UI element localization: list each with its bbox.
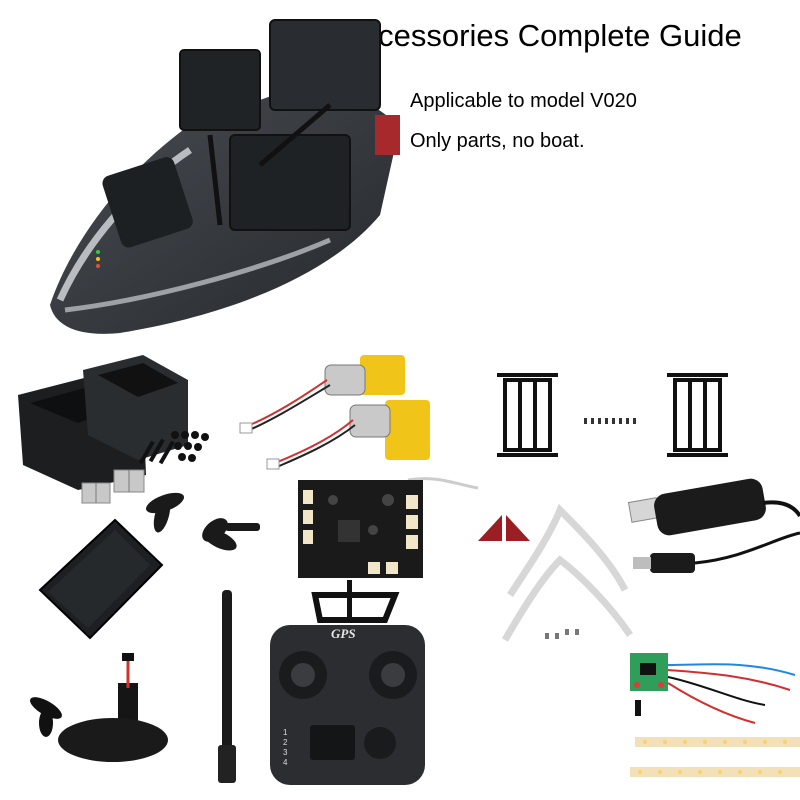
bracket-right bbox=[667, 373, 728, 457]
led-strips bbox=[630, 737, 800, 777]
hopper-boxes bbox=[18, 355, 188, 490]
antenna bbox=[218, 590, 236, 783]
remote-body bbox=[270, 580, 425, 785]
boat-image bbox=[50, 19, 400, 334]
page-title: Accessories Complete Guide bbox=[342, 18, 742, 53]
led-board bbox=[630, 653, 796, 724]
remote-button-2: 2 bbox=[283, 738, 288, 747]
remote-button-4: 4 bbox=[283, 758, 288, 767]
remote-button-3: 3 bbox=[283, 748, 288, 757]
gps-badge: GPS bbox=[331, 626, 356, 641]
release-motor bbox=[30, 653, 168, 762]
model-note: Applicable to model V020 bbox=[410, 90, 637, 112]
hinges bbox=[81, 469, 145, 504]
remote-controller: GPS 1 2 3 4 bbox=[265, 580, 430, 790]
screw-set bbox=[138, 431, 209, 465]
remote-button-1: 1 bbox=[283, 728, 288, 737]
side-reflectors bbox=[478, 515, 530, 541]
control-board bbox=[298, 477, 479, 578]
bumper-arcs bbox=[501, 503, 633, 642]
hatch-cover bbox=[38, 518, 164, 640]
propellers bbox=[146, 492, 260, 551]
bracket-screws bbox=[584, 418, 636, 424]
parts-note: Only parts, no boat. bbox=[410, 130, 585, 152]
bracket-left bbox=[497, 373, 558, 457]
gear-motors bbox=[239, 355, 430, 470]
usb-charging-cable bbox=[627, 478, 800, 573]
